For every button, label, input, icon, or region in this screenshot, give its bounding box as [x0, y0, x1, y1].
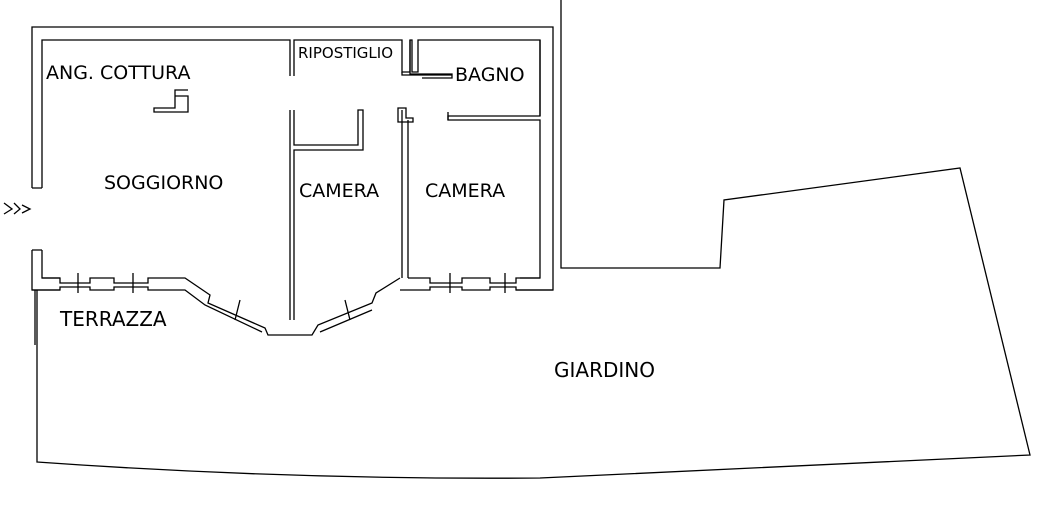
- room-label-bedroom-1: CAMERA: [299, 180, 380, 202]
- entrance-arrow-icon: [3, 202, 32, 215]
- south-windows-right: [319, 277, 553, 333]
- room-label-bathroom: BAGNO: [455, 64, 525, 86]
- room-label-garden: GIARDINO: [554, 358, 655, 382]
- partition-wall: [289, 109, 364, 320]
- room-label-bedroom-2: CAMERA: [425, 180, 506, 202]
- kitchen-fixture: [153, 89, 189, 113]
- room-label-kitchen: ANG. COTTURA: [46, 62, 191, 84]
- garden-boundary: [36, 0, 1031, 479]
- south-windows-left: [32, 277, 401, 336]
- partition-wall-2: [397, 107, 414, 278]
- room-label-terrace: TERRAZZA: [60, 307, 167, 331]
- bath-wall: [401, 40, 541, 279]
- room-label-living: SOGGIORNO: [104, 172, 224, 194]
- outer-wall-south: [31, 249, 60, 291]
- room-label-storage: RIPOSTIGLIO: [298, 44, 394, 62]
- outer-wall: [31, 26, 554, 291]
- window-ticks: [77, 273, 506, 321]
